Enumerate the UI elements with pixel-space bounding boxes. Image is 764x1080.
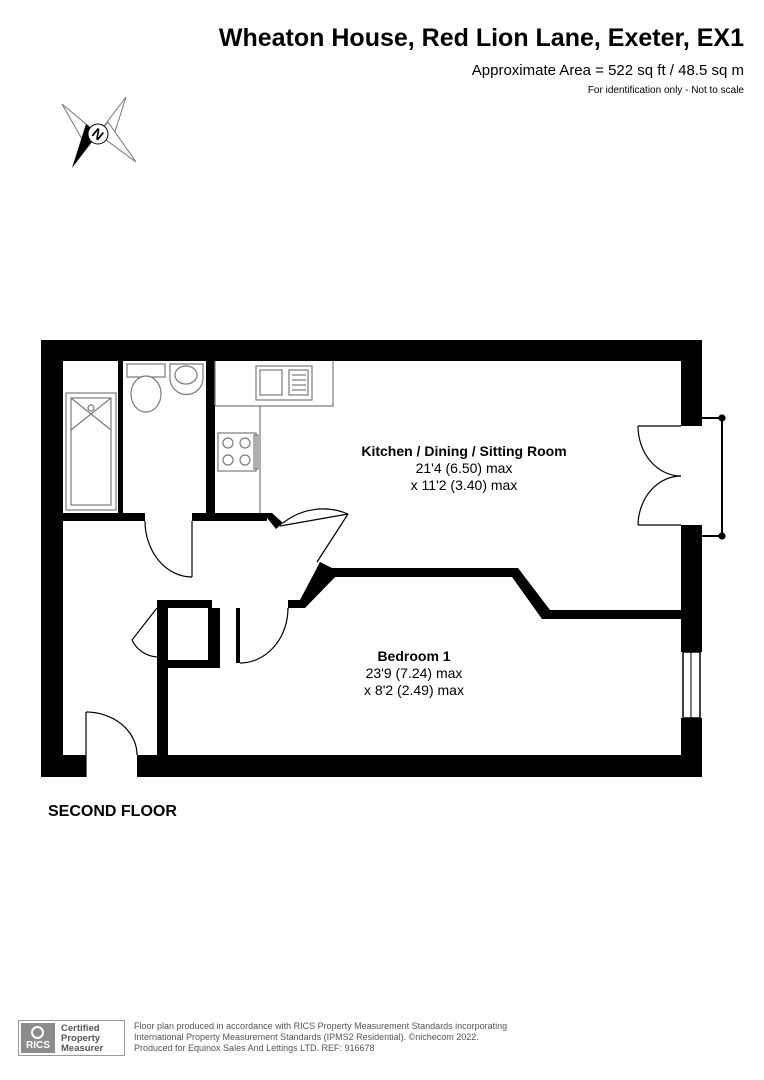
outer-walls bbox=[41, 340, 702, 777]
approximate-area: Approximate Area = 522 sq ft / 48.5 sq m bbox=[471, 62, 744, 79]
badge-line: Property bbox=[61, 1033, 101, 1044]
compass-icon: N bbox=[61, 96, 137, 168]
floor-label: SECOND FLOOR bbox=[48, 803, 177, 820]
window bbox=[682, 651, 701, 719]
rics-logo-text: RICS bbox=[26, 1040, 50, 1051]
room-name: Kitchen / Dining / Sitting Room bbox=[361, 443, 567, 459]
badge-line: Certified bbox=[61, 1023, 100, 1034]
rics-certified-badge: RICS Certified Property Measurer bbox=[18, 1020, 125, 1056]
room-name: Bedroom 1 bbox=[377, 648, 451, 664]
french-doors bbox=[637, 414, 726, 540]
bathroom-fixtures bbox=[65, 363, 204, 511]
footer-line: Floor plan produced in accordance with R… bbox=[134, 1021, 508, 1031]
property-title: Wheaton House, Red Lion Lane, Exeter, EX… bbox=[218, 24, 744, 52]
footer-note: Floor plan produced in accordance with R… bbox=[134, 1021, 507, 1054]
badge-text: Certified Property Measurer bbox=[61, 1024, 103, 1054]
room-label-bedroom: Bedroom 1 23'9 (7.24) max x 8'2 (2.49) m… bbox=[264, 648, 564, 699]
room-dimension: x 11'2 (3.40) max bbox=[410, 477, 518, 493]
room-dimension: 21'4 (6.50) max bbox=[415, 460, 513, 476]
badge-line: Measurer bbox=[61, 1043, 104, 1054]
toilet-bowl-icon bbox=[130, 375, 162, 413]
footer-line: International Property Measurement Stand… bbox=[134, 1032, 479, 1042]
scale-note: For identification only - Not to scale bbox=[587, 85, 744, 96]
internal-walls bbox=[63, 361, 681, 755]
rics-logo-icon: RICS bbox=[21, 1023, 55, 1053]
footer-line: Produced for Equinox Sales And Lettings … bbox=[134, 1043, 375, 1053]
room-dimension: 23'9 (7.24) max bbox=[365, 665, 463, 681]
kitchen-fixtures bbox=[214, 361, 334, 513]
room-dimension: x 8'2 (2.49) max bbox=[364, 682, 464, 698]
toilet-cistern-icon bbox=[126, 363, 166, 378]
sink-icon bbox=[255, 365, 313, 401]
room-label-kitchen: Kitchen / Dining / Sitting Room 21'4 (6.… bbox=[314, 443, 614, 494]
hob-icon bbox=[217, 432, 257, 472]
door-swings bbox=[85, 508, 349, 777]
